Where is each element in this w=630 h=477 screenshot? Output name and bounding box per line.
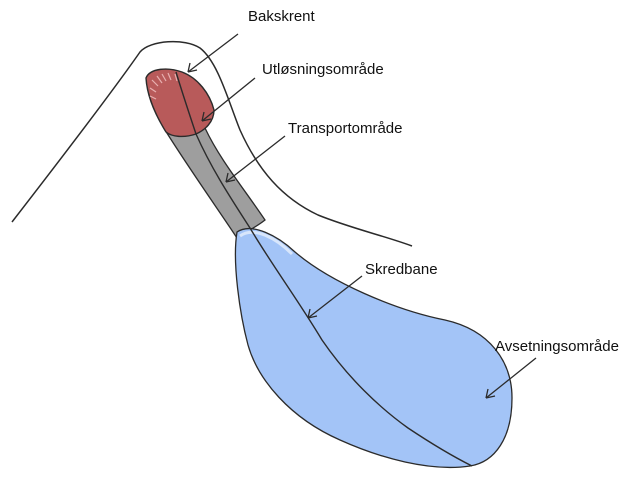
label-utlosningsomrade: Utløsningsområde	[262, 62, 384, 77]
label-transportomrade: Transportområde	[288, 121, 403, 136]
label-skredbane: Skredbane	[365, 262, 438, 277]
label-bakskrent: Bakskrent	[248, 9, 315, 24]
transport-zone	[165, 128, 265, 238]
arrow-transportomrade	[226, 136, 285, 182]
release-zone	[146, 69, 214, 136]
arrow-bakskrent	[188, 34, 238, 72]
label-avsetningsomrade: Avsetningsområde	[495, 339, 619, 354]
